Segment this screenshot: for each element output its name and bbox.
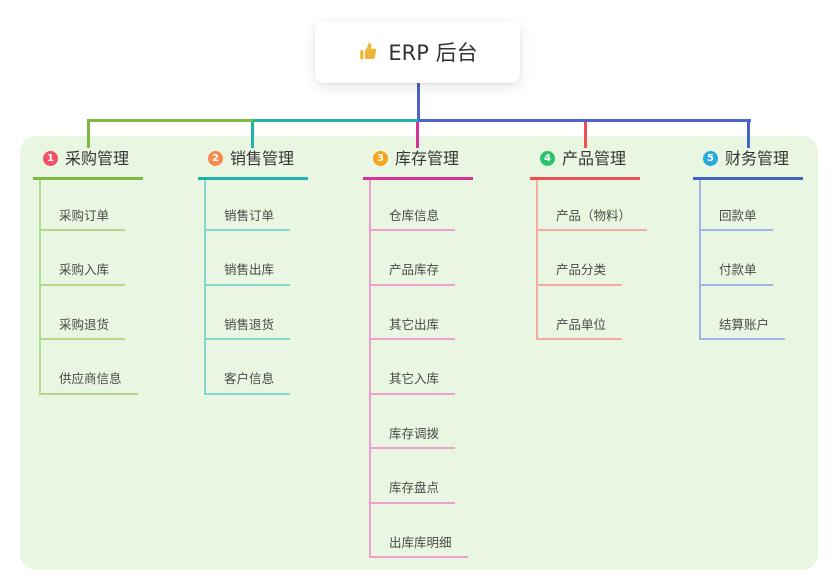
child-node[interactable]: 结算账户 [701, 286, 803, 340]
child-node[interactable]: 出库库明细 [371, 504, 473, 558]
branch-number-badge: 5 [703, 151, 718, 166]
child-node[interactable]: 产品单位 [538, 286, 640, 340]
branch-title-inventory[interactable]: 3 库存管理 [363, 146, 473, 180]
child-node[interactable]: 仓库信息 [371, 180, 473, 231]
branch-number-badge: 3 [373, 151, 388, 166]
root-node[interactable]: ERP 后台 [315, 21, 520, 83]
child-node[interactable]: 库存盘点 [371, 449, 473, 504]
branch-purchase: 1 采购管理 采购订单 采购入库 采购退货 供应商信息 [33, 146, 143, 395]
mindmap-background-panel [20, 136, 818, 570]
child-node[interactable]: 库存调拨 [371, 395, 473, 449]
branch-number-badge: 1 [43, 151, 58, 166]
branch-label: 产品管理 [562, 149, 627, 168]
branch-sales: 2 销售管理 销售订单 销售出库 销售退货 客户信息 [198, 146, 308, 395]
branch-title-finance[interactable]: 5 财务管理 [693, 146, 803, 180]
branch-children-inventory: 仓库信息 产品库存 其它出库 其它入库 库存调拨 库存盘点 出库库明细 [369, 180, 473, 558]
branch-inventory: 3 库存管理 仓库信息 产品库存 其它出库 其它入库 库存调拨 库存盘点 出库库… [363, 146, 473, 558]
branch-children-purchase: 采购订单 采购入库 采购退货 供应商信息 [39, 180, 143, 395]
root-label: ERP 后台 [388, 41, 478, 65]
connector-segment-right [418, 119, 751, 122]
branch-number-badge: 2 [208, 151, 223, 166]
branch-finance: 5 财务管理 回款单 付款单 结算账户 [693, 146, 803, 340]
child-node[interactable]: 销售订单 [206, 180, 308, 231]
branch-title-product[interactable]: 4 产品管理 [530, 146, 640, 180]
child-node[interactable]: 销售出库 [206, 231, 308, 286]
connector-segment-sales [253, 119, 418, 122]
branch-label: 库存管理 [395, 149, 460, 168]
child-node[interactable]: 产品分类 [538, 231, 640, 286]
thumbs-up-icon [357, 41, 379, 63]
drop-line-product [584, 122, 587, 148]
branch-children-finance: 回款单 付款单 结算账户 [699, 180, 803, 340]
child-node[interactable]: 采购入库 [41, 231, 143, 286]
child-node[interactable]: 产品库存 [371, 231, 473, 286]
branch-title-purchase[interactable]: 1 采购管理 [33, 146, 143, 180]
child-node[interactable]: 付款单 [701, 231, 803, 286]
child-node[interactable]: 回款单 [701, 180, 803, 231]
branch-label: 采购管理 [65, 149, 130, 168]
child-node[interactable]: 产品（物料） [538, 180, 648, 231]
branch-label: 销售管理 [230, 149, 295, 168]
branch-label: 财务管理 [725, 149, 790, 168]
root-connector-line [417, 83, 420, 119]
child-node[interactable]: 其它入库 [371, 340, 473, 395]
branch-product: 4 产品管理 产品（物料） 产品分类 产品单位 [530, 146, 648, 340]
drop-line-finance [747, 122, 750, 148]
drop-line-purchase [87, 122, 90, 148]
branch-children-sales: 销售订单 销售出库 销售退货 客户信息 [204, 180, 308, 395]
connector-segment-purchase [87, 119, 253, 122]
branch-title-sales[interactable]: 2 销售管理 [198, 146, 308, 180]
branch-children-product: 产品（物料） 产品分类 产品单位 [536, 180, 648, 340]
child-node[interactable]: 客户信息 [206, 340, 308, 395]
drop-line-inventory [416, 122, 419, 148]
child-node[interactable]: 供应商信息 [41, 340, 143, 395]
child-node[interactable]: 销售退货 [206, 286, 308, 340]
child-node[interactable]: 其它出库 [371, 286, 473, 340]
drop-line-sales [251, 122, 254, 148]
child-node[interactable]: 采购订单 [41, 180, 143, 231]
branch-number-badge: 4 [540, 151, 555, 166]
child-node[interactable]: 采购退货 [41, 286, 143, 340]
